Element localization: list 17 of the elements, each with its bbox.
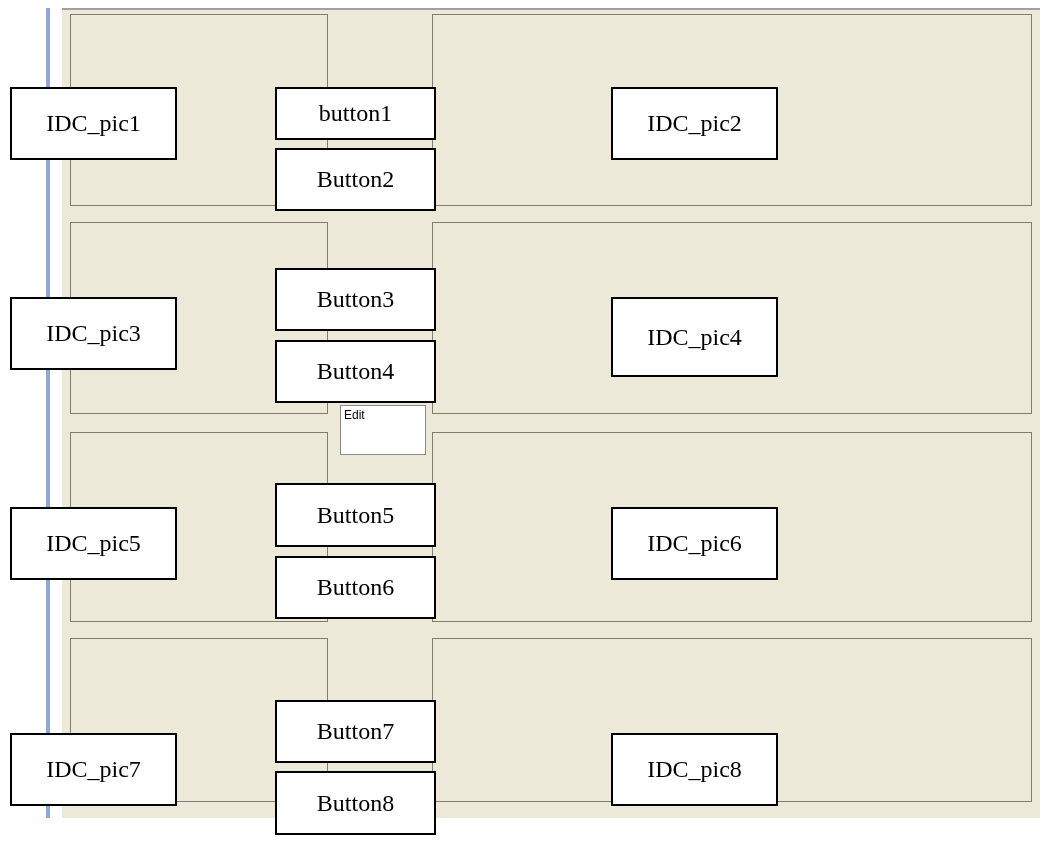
control-label: Button8	[275, 771, 436, 835]
control-label: Button3	[275, 268, 436, 331]
control-label: IDC_pic2	[611, 87, 778, 160]
control-label: IDC_pic7	[10, 733, 177, 806]
control-label: IDC_pic3	[10, 297, 177, 370]
control-label: IDC_pic6	[611, 507, 778, 580]
control-label: Button4	[275, 340, 436, 403]
control-label: Button5	[275, 483, 436, 547]
control-label: IDC_pic5	[10, 507, 177, 580]
control-label: IDC_pic8	[611, 733, 778, 806]
control-label: IDC_pic1	[10, 87, 177, 160]
control-label: IDC_pic4	[611, 297, 778, 377]
control-label: Button6	[275, 556, 436, 619]
control-label: Button2	[275, 148, 436, 211]
text-field: Edit	[340, 405, 426, 455]
control-label: Button7	[275, 700, 436, 763]
control-label: button1	[275, 87, 436, 140]
